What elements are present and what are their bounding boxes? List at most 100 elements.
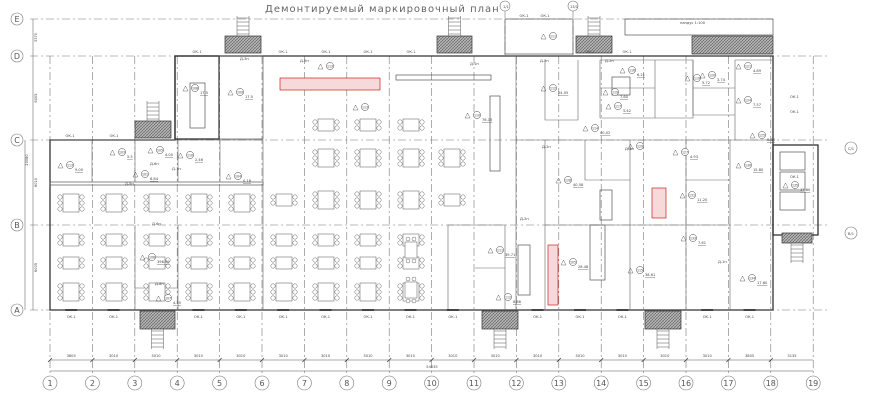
- chair: [419, 283, 425, 289]
- dining-table: [397, 190, 425, 210]
- chair: [334, 234, 340, 240]
- table-top: [62, 193, 80, 213]
- axis-bubble: [10, 303, 24, 317]
- chair: [292, 289, 298, 295]
- chair: [419, 295, 425, 301]
- dining-table: [354, 190, 382, 210]
- room-number-circle: [496, 246, 504, 254]
- chair: [419, 191, 425, 197]
- dimension-tick: [514, 357, 519, 363]
- room-area: 40.02: [600, 131, 610, 135]
- window-label: ОК-1: [279, 50, 288, 54]
- axis-label-column: 15: [639, 379, 649, 388]
- room-area: 7.57: [753, 103, 761, 107]
- chair: [143, 240, 149, 246]
- table-top: [359, 256, 377, 270]
- chair: [292, 194, 298, 200]
- chair: [207, 257, 213, 263]
- chair: [334, 283, 340, 289]
- room-number: 112: [505, 295, 511, 299]
- warning-triangle-icon: [464, 112, 471, 119]
- axis-bubble: [212, 375, 227, 391]
- table-top: [404, 241, 418, 259]
- stair-flight: [587, 16, 601, 36]
- chair: [376, 240, 382, 246]
- dimension-tick: [344, 357, 350, 363]
- room-number: 127: [682, 150, 688, 154]
- chair: [185, 200, 191, 206]
- chair: [250, 263, 256, 269]
- room-number: 121: [745, 64, 751, 68]
- axis-bubble: [805, 375, 821, 391]
- room-number-circle: [636, 142, 644, 150]
- chair: [354, 295, 360, 301]
- chair: [354, 119, 360, 125]
- room-number: 113: [67, 163, 73, 167]
- chair: [419, 240, 425, 246]
- warning-triangle-icon: [735, 162, 742, 169]
- chair: [376, 149, 382, 155]
- room-marker: 113: [352, 103, 369, 111]
- warning-triangle-icon: [487, 247, 494, 254]
- axis-bubble: [499, 0, 511, 12]
- dining-table: [57, 282, 85, 302]
- dining-table: [57, 233, 85, 247]
- chair: [185, 194, 191, 200]
- axis-bubble: [339, 375, 355, 391]
- room-area: 6.86: [513, 300, 522, 304]
- dimension-value: 3010: [618, 354, 628, 358]
- chair: [354, 263, 360, 269]
- warning-triangle-icon: [684, 75, 691, 82]
- window-label: ОК-1: [790, 110, 799, 114]
- chair: [185, 257, 191, 263]
- chair: [143, 194, 149, 200]
- table-top: [404, 281, 418, 299]
- window-label: ОК-1: [364, 50, 373, 54]
- stair-landing: [644, 310, 682, 330]
- axis-label-column: 1: [47, 379, 52, 388]
- room-marker: 111: [540, 32, 557, 40]
- room-area: 28.48: [578, 265, 589, 269]
- chair: [228, 206, 234, 212]
- axis-label-column: 6: [259, 379, 264, 388]
- door-label: Д-1н: [470, 62, 479, 66]
- table-top: [233, 193, 251, 213]
- chair: [122, 240, 128, 246]
- dimension-tick: [302, 357, 307, 363]
- dining-table: [185, 256, 213, 270]
- room-number-circle: [758, 131, 766, 139]
- axis-bubble: [763, 375, 779, 391]
- window-label: ОК-1: [406, 315, 415, 319]
- warning-triangle-icon: [225, 173, 232, 180]
- room-number: 131: [689, 193, 695, 197]
- room-number-circle: [156, 146, 164, 154]
- chair: [354, 289, 360, 295]
- stair-flight: [146, 101, 160, 121]
- room-number: 112: [550, 86, 556, 90]
- chair: [334, 125, 340, 131]
- room-number: 128: [565, 178, 571, 182]
- axis-bubble: [10, 49, 24, 63]
- dining-table: [100, 193, 128, 213]
- window-label: ОК-1: [279, 315, 288, 319]
- chair: [334, 119, 340, 125]
- chair: [143, 295, 149, 301]
- axis-label-row: C: [14, 136, 20, 145]
- warning-triangle-icon: [147, 147, 154, 154]
- chair: [292, 240, 298, 246]
- table-top: [443, 148, 461, 168]
- table-top: [190, 193, 208, 213]
- chair: [207, 263, 213, 269]
- stair-flight: [151, 329, 164, 349]
- table-top: [359, 190, 377, 210]
- chair: [334, 203, 340, 209]
- chair: [312, 125, 318, 131]
- chair: [334, 257, 340, 263]
- dimension-value: 3805: [67, 354, 76, 358]
- room-number: 120: [709, 73, 715, 77]
